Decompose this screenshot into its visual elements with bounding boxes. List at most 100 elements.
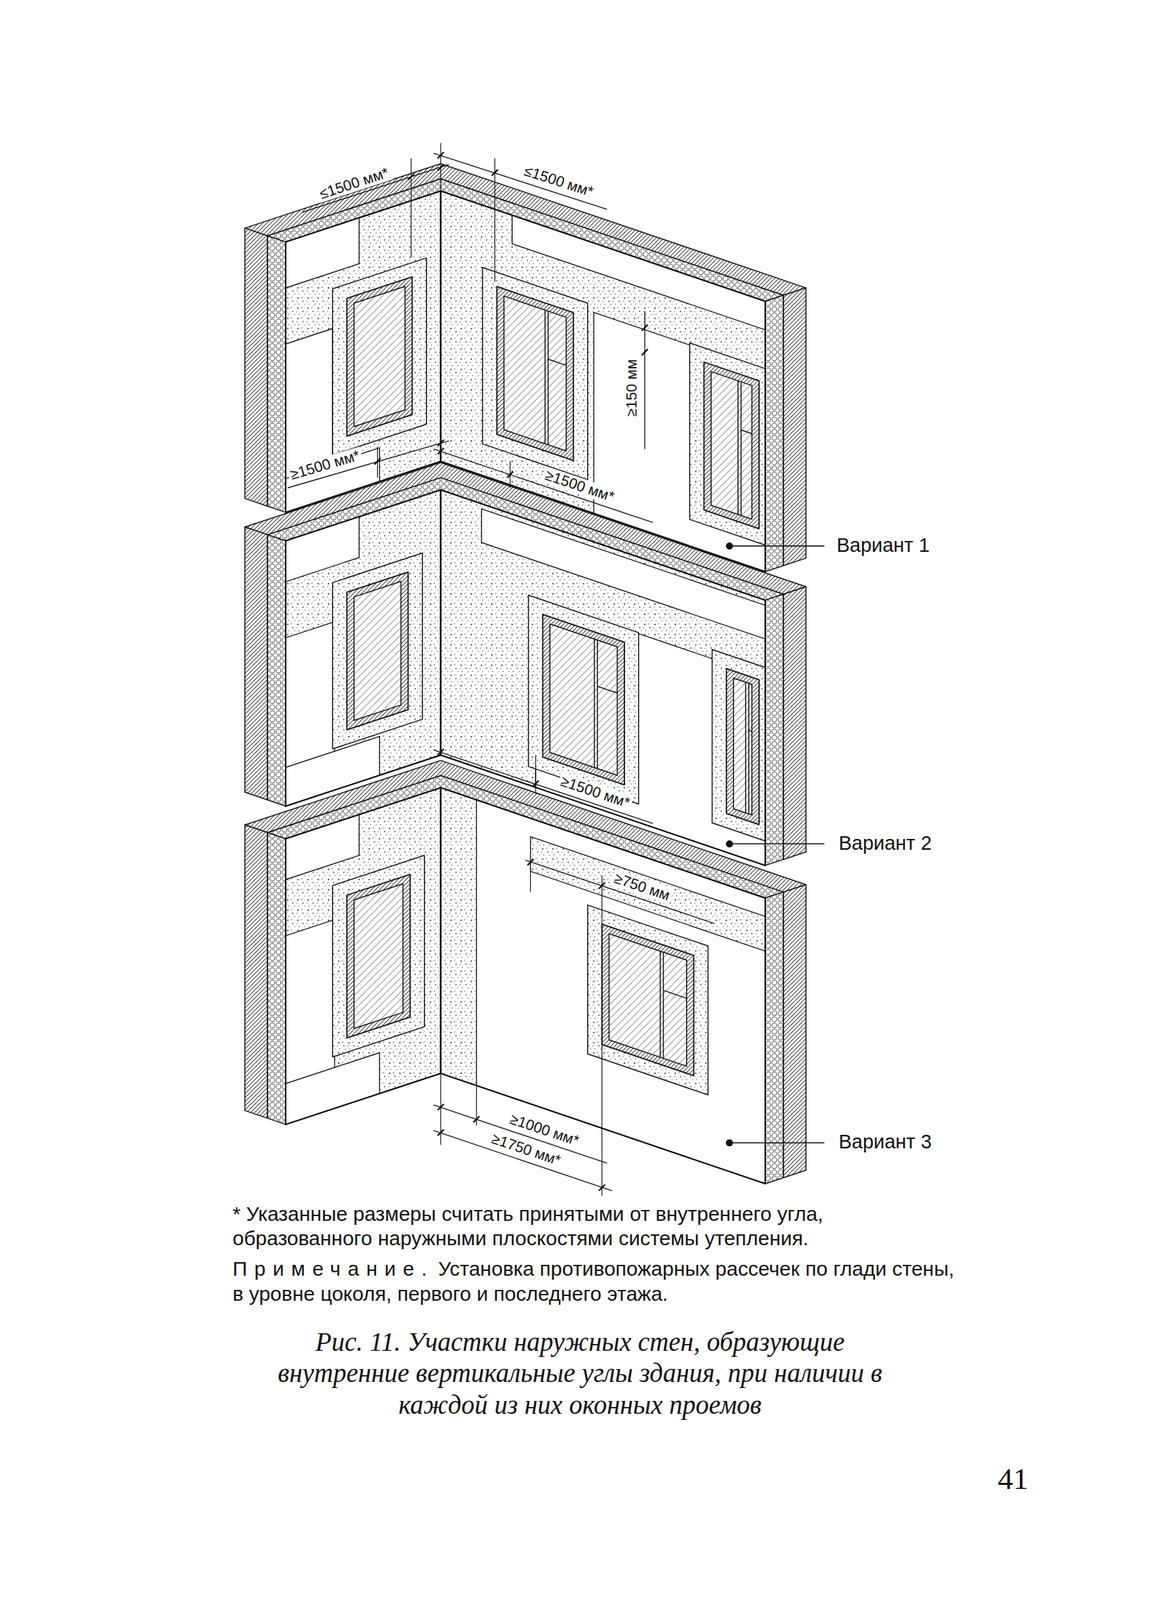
window-reveal — [346, 572, 408, 730]
footnote: * Указанные размеры считать принятыми от… — [232, 1201, 965, 1252]
window-glass-ground — [711, 371, 752, 520]
fire-break-frame-ground — [587, 905, 709, 1095]
insulation-section-ground — [765, 891, 784, 1184]
insulation-section — [267, 832, 286, 1125]
dimension-line-group — [433, 152, 607, 282]
facade-face-ground — [285, 190, 441, 513]
dimension-tick — [437, 440, 444, 447]
window-reveal — [497, 286, 574, 461]
dimension-label: ≥150 мм — [623, 356, 640, 419]
fire-break-frame — [332, 258, 427, 456]
masonry-section — [783, 587, 806, 861]
facade-face-ground — [285, 489, 441, 806]
dimension-line — [643, 311, 645, 449]
masonry-section — [783, 884, 806, 1178]
notes-block: * Указанные размеры считать принятыми от… — [232, 1201, 965, 1307]
dimension-label: ≤1500 мм* — [520, 161, 598, 201]
leader-group — [725, 542, 825, 550]
window-reveal-ground — [543, 614, 626, 785]
fire-break-frame — [689, 342, 765, 546]
leader-line — [729, 545, 825, 548]
masonry-section-ground — [783, 287, 806, 566]
window-glass — [503, 295, 567, 451]
dimension-line — [433, 153, 607, 210]
dimension-line — [433, 448, 653, 523]
facade-outline — [285, 489, 441, 806]
window-mullion — [544, 310, 546, 444]
window-transom — [748, 730, 753, 733]
window-glass — [711, 371, 752, 520]
dimension-line-group — [433, 448, 653, 523]
dimension-line-group — [525, 855, 715, 1196]
insulation-section-ground — [267, 235, 286, 512]
facade-ground — [285, 1053, 380, 1125]
dimension-line-group — [302, 142, 449, 258]
window-reveal — [726, 668, 760, 825]
dimension-tick — [437, 1129, 444, 1136]
window-transom — [597, 686, 617, 694]
window-reveal-ground — [346, 572, 408, 730]
window-reveal — [543, 614, 626, 785]
fire-break-frame-ground — [482, 267, 588, 480]
plain-plaster-zone — [285, 516, 359, 582]
fire-break-frame-ground — [528, 595, 639, 804]
corner-line — [440, 489, 442, 756]
fire-break-frame — [332, 553, 423, 749]
dimension-tick — [408, 173, 415, 180]
facade-outline — [285, 190, 441, 513]
dimension-line-group — [433, 748, 653, 824]
window-glass — [354, 286, 405, 427]
fire-break-frame-ground — [689, 342, 765, 546]
insulation-section — [267, 534, 286, 807]
insulation-section — [267, 235, 286, 512]
dimension-tick — [641, 324, 649, 331]
window-mullion — [740, 381, 743, 516]
fire-break-frame-ground — [332, 553, 423, 749]
dimension-tick — [437, 1103, 444, 1110]
masonry-section-ground — [245, 526, 268, 800]
dimension-label: ≤1500 мм* — [315, 163, 393, 204]
leader-group — [725, 840, 825, 848]
insulation-section-ground — [267, 832, 286, 1125]
masonry-section-ground — [783, 884, 806, 1178]
window-reveal — [346, 874, 410, 1039]
masonry-section-ground — [245, 228, 268, 507]
dimension-tick — [598, 1184, 605, 1191]
plain-plaster-zone — [481, 509, 766, 640]
facade-face — [440, 787, 766, 1184]
dimension-label: ≥750 мм — [610, 869, 674, 905]
window-mullion — [659, 951, 661, 1058]
leader-dot — [725, 840, 734, 848]
facade-face — [285, 787, 441, 1125]
window-glass-ground — [354, 883, 403, 1029]
dimension-tick — [437, 164, 444, 171]
window-mullion — [744, 682, 747, 814]
window-reveal-ground — [602, 924, 695, 1077]
window-mullion — [748, 683, 750, 814]
window-reveal-ground — [704, 362, 760, 529]
plain-plaster-zone — [285, 1053, 380, 1125]
window-mullion — [593, 639, 596, 768]
extension-line — [601, 875, 603, 1196]
dimension-tick — [491, 169, 498, 176]
dimension-line-group — [641, 311, 649, 449]
dimension-tick — [507, 471, 514, 478]
facade-face — [285, 190, 441, 513]
masonry-section — [245, 824, 268, 1119]
variant-label: Вариант 3 — [838, 1131, 932, 1154]
facade-ground — [481, 509, 766, 640]
dimension-line-group — [433, 1129, 613, 1191]
window-mullion — [596, 639, 598, 769]
window-reveal — [704, 362, 760, 529]
window-transom — [663, 990, 687, 999]
insulation-section-ground — [765, 295, 784, 572]
fire-break-frame — [332, 855, 425, 1058]
insulation-section-ground — [267, 534, 286, 807]
window-mullion — [737, 380, 739, 514]
dimension-label: ≥1500 мм* — [541, 465, 619, 506]
window-glass-ground — [354, 581, 401, 721]
extension-line — [530, 855, 531, 892]
variant-label: Вариант 2 — [838, 832, 932, 855]
insulation-section-ground — [765, 593, 784, 866]
extension-line — [494, 158, 496, 282]
